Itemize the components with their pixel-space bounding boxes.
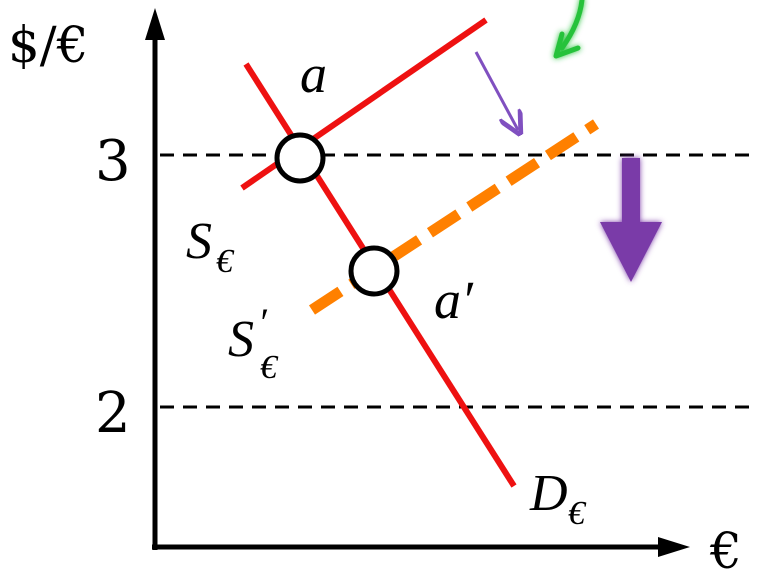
supply-original-label-main: S — [186, 213, 212, 270]
y-axis-label: $/€ — [8, 16, 88, 74]
y-axis-arrow-icon — [145, 8, 165, 40]
supply-shifted-label-sub: € — [260, 349, 279, 386]
green-curved-arrow-icon — [553, 0, 585, 59]
tick-label-2: 2 — [95, 381, 131, 446]
supply-shifted-label: S ′ € — [228, 300, 279, 386]
supply-shifted-label-main: S — [228, 311, 254, 368]
demand-label: D € — [529, 465, 587, 532]
price-fall-arrow-icon — [600, 158, 662, 282]
supply-original-label-sub: € — [216, 243, 235, 280]
equilibrium-point-a-prime — [348, 245, 400, 297]
point-label-a: a — [300, 44, 327, 104]
equilibrium-point-a — [274, 132, 326, 184]
demand-label-sub: € — [568, 495, 587, 532]
demand-label-main: D — [529, 465, 568, 522]
shift-indicator-arrow-icon — [474, 51, 518, 130]
point-label-a-prime: a′ — [434, 270, 474, 330]
tick-label-3: 3 — [95, 129, 131, 194]
x-axis-label: € — [709, 522, 742, 574]
x-axis-arrow-icon — [658, 537, 690, 557]
supply-shifted-label-prime: ′ — [258, 300, 268, 345]
supply-original-label: S € — [186, 213, 235, 280]
